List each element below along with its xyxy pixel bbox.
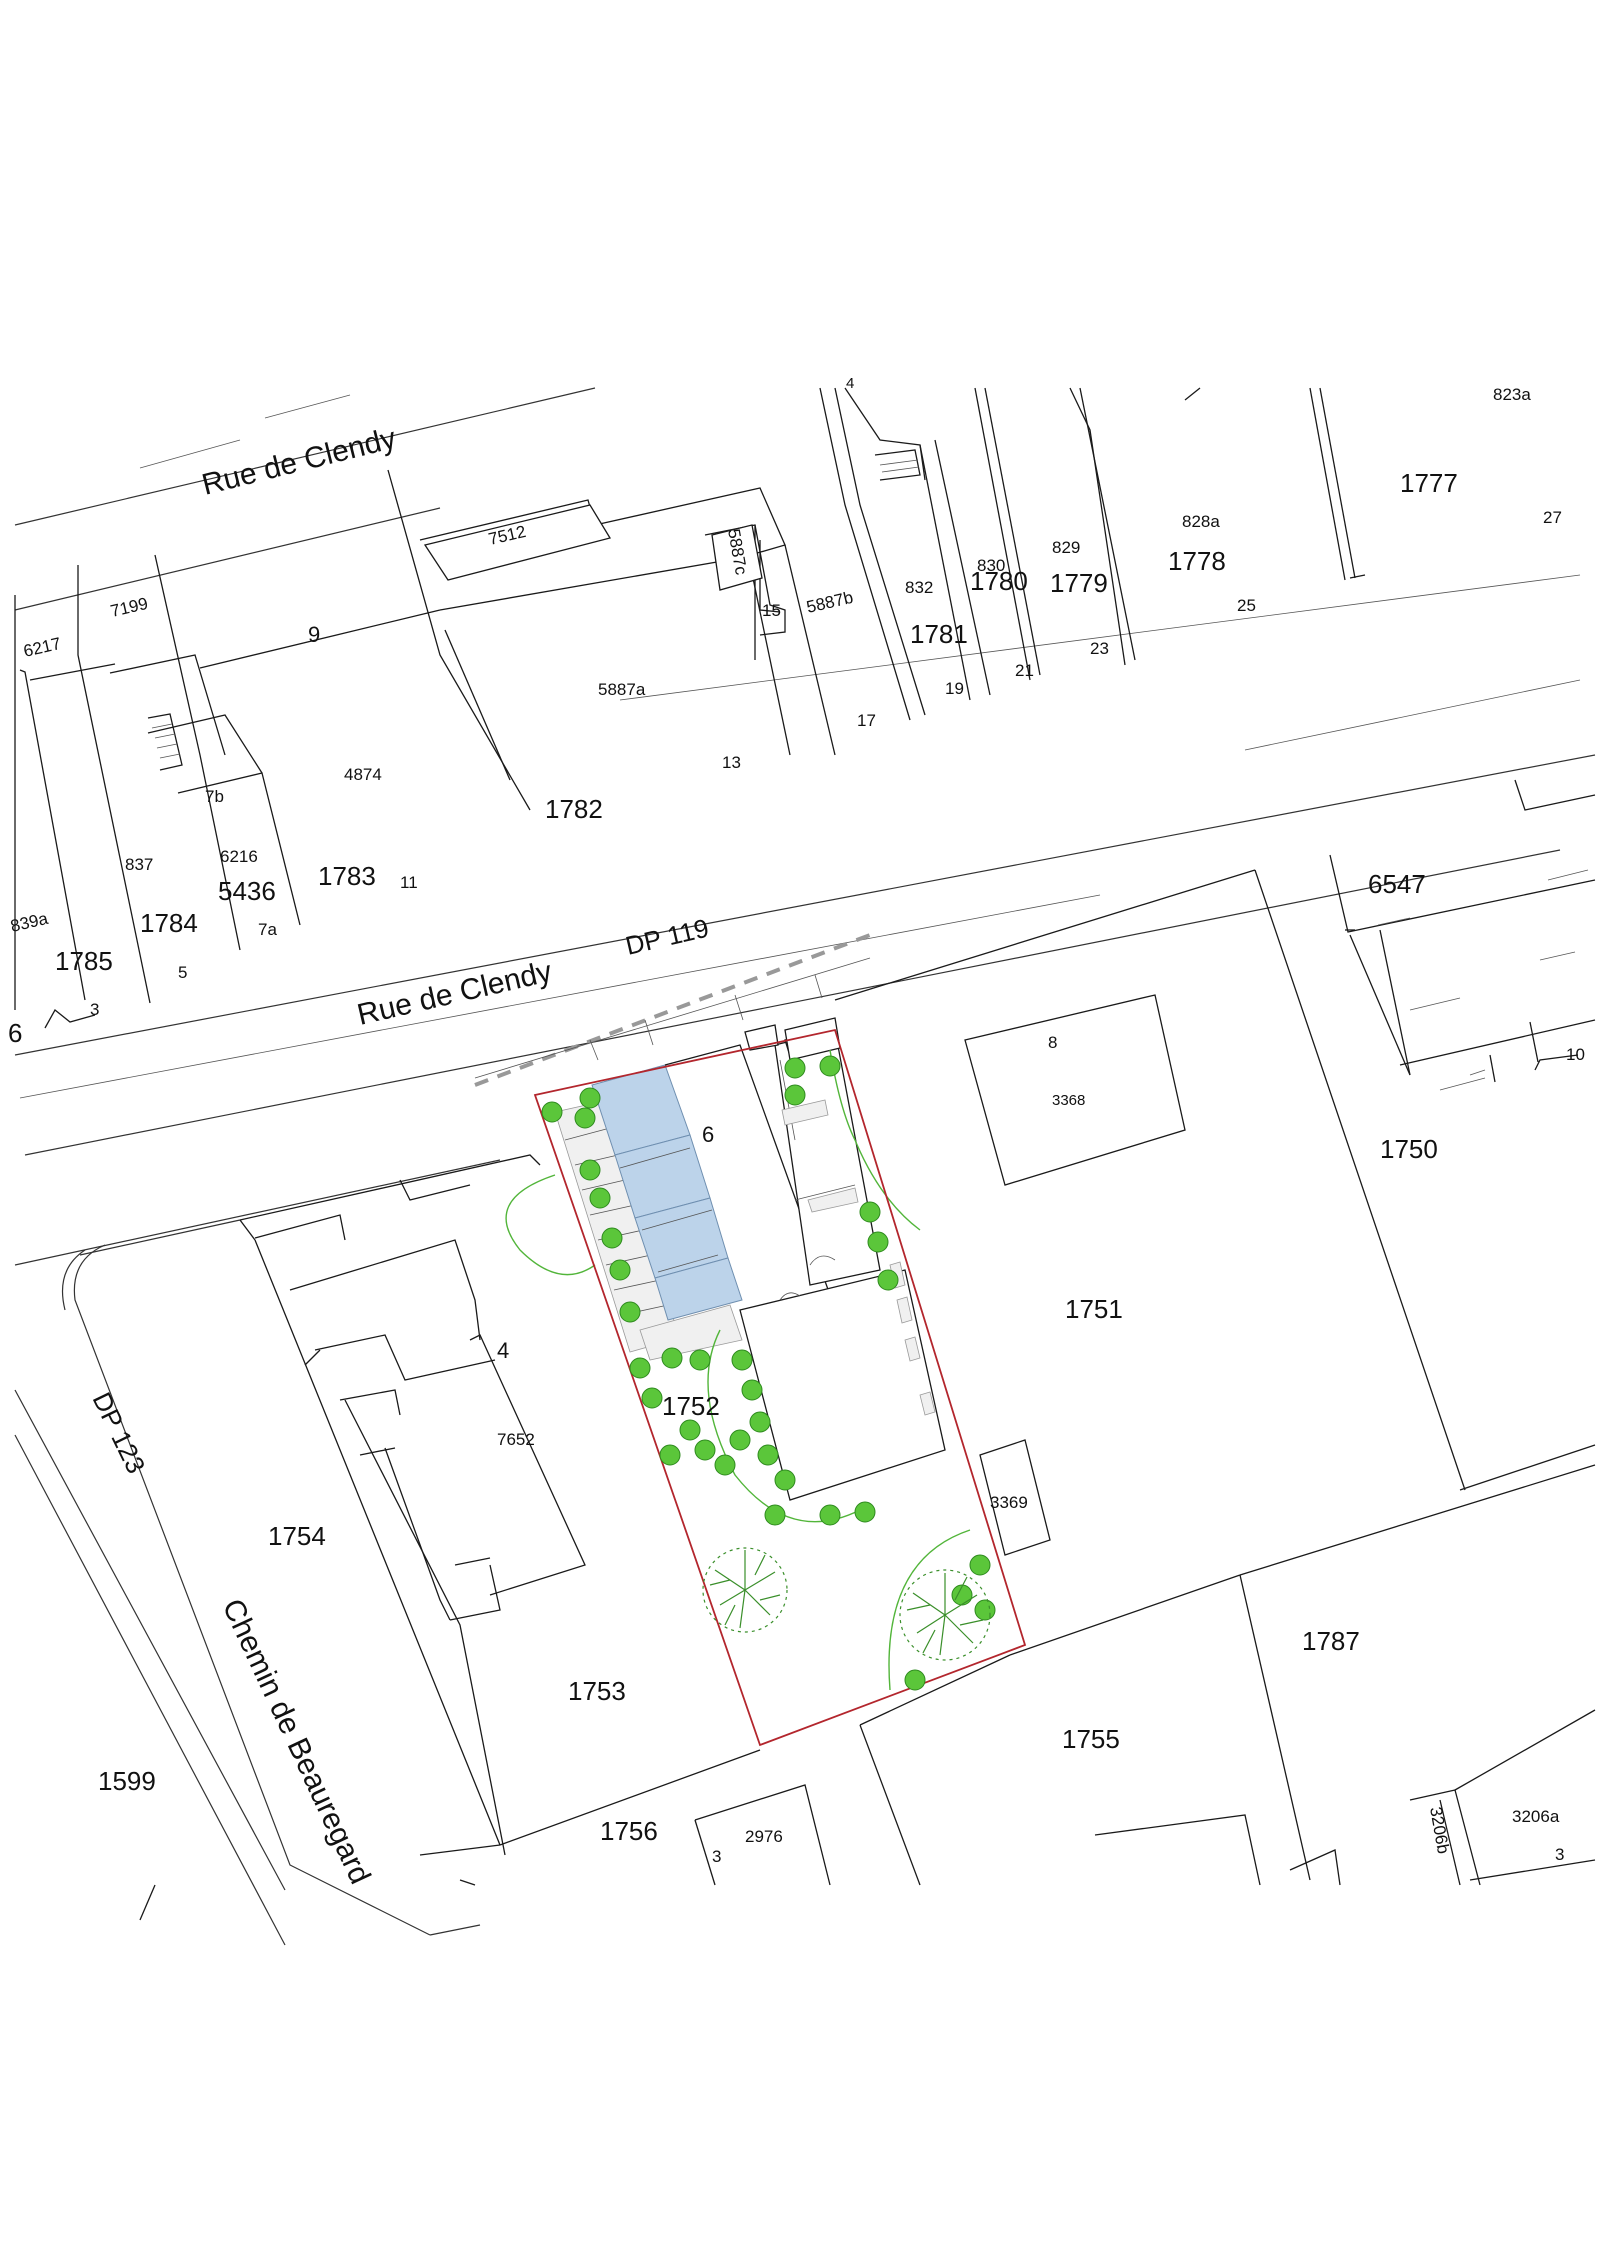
parcel-label: 3368 <box>1052 1092 1085 1109</box>
parcel-label: 7652 <box>497 1430 535 1449</box>
parcel-label: 1599 <box>98 1766 156 1796</box>
parcel-label: 2976 <box>745 1827 783 1846</box>
parcel-label: 19 <box>945 679 964 698</box>
parcel-label: 21 <box>1015 661 1034 680</box>
parcel-label: 7b <box>205 787 224 806</box>
proposed-building <box>739 1269 946 1501</box>
parcel-label: 1777 <box>1400 468 1458 498</box>
parcel-label: 1755 <box>1062 1724 1120 1754</box>
parcel-label: 1781 <box>910 619 968 649</box>
large-trees <box>702 1547 991 1661</box>
street-label-chemin-beauregard: Chemin de Beauregard <box>216 1594 377 1889</box>
parcel-label: 5887b <box>805 588 855 617</box>
parcel-label: 6 <box>702 1122 714 1147</box>
parcel-label: 1783 <box>318 861 376 891</box>
parcel-label: 11 <box>400 873 418 892</box>
parcel-label: 4 <box>846 375 854 392</box>
parcel-label: 3206a <box>1512 1807 1560 1826</box>
parking-bay-4 <box>654 1257 743 1321</box>
north-parcels <box>14 387 1366 1029</box>
street-label-rue-clendy-top: Rue de Clendy <box>199 422 400 502</box>
parcel-label: 1753 <box>568 1676 626 1706</box>
parcel-label: 823a <box>1493 385 1531 404</box>
parcel-label: 8 <box>1048 1033 1057 1052</box>
street-label-dp-119: DP 119 <box>623 913 712 961</box>
parcel-label: 830 <box>977 556 1005 575</box>
parcel-label: 9 <box>308 622 320 647</box>
parcel-label: 17 <box>857 711 876 730</box>
parcel-label: 1778 <box>1168 546 1226 576</box>
parcel-label: 1754 <box>268 1521 326 1551</box>
parcel-label: 3 <box>712 1847 721 1866</box>
parcel-label: 3369 <box>990 1493 1028 1512</box>
parcel-label: 832 <box>905 578 933 597</box>
west-parcels <box>139 1154 831 1921</box>
parcel-label: 3206b <box>1426 1805 1453 1855</box>
parcel-label: 23 <box>1090 639 1109 658</box>
parcel-label: 837 <box>125 855 153 874</box>
parcel-label: 1780 <box>970 566 1028 596</box>
parcel-label: 4874 <box>344 765 382 784</box>
parcel-label: 1785 <box>55 946 113 976</box>
parcel-label: 7199 <box>109 594 150 621</box>
parcel-label: 1750 <box>1380 1134 1438 1164</box>
parcel-label: 1751 <box>1065 1294 1123 1324</box>
parcel-label: 5436 <box>218 876 276 906</box>
parcel-label: 1752 <box>662 1391 720 1421</box>
street-label-rue-clendy-main: Rue de Clendy <box>354 955 555 1032</box>
parcel-label: 3 <box>1555 1845 1564 1864</box>
parcel-label: 1782 <box>545 794 603 824</box>
parcel-label: 1756 <box>600 1816 658 1846</box>
site-boundary <box>533 1028 1027 1747</box>
parcel-label: 1784 <box>140 908 198 938</box>
parcel-label: 5887a <box>598 680 646 699</box>
parcel-label: 4 <box>497 1338 509 1363</box>
east-parcels <box>834 779 1596 1886</box>
parcel-label: 6217 <box>22 634 63 661</box>
parcel-label: 7a <box>258 920 277 939</box>
street-label-dp-123: DP 123 <box>87 1387 152 1478</box>
parcel-label: 25 <box>1237 596 1256 615</box>
parcel-label: 10 <box>1566 1045 1585 1064</box>
parcel-labels: 6217 7199 9 7512 5887c 15 5887b 832 830 … <box>8 375 1585 1866</box>
parcel-label: 15 <box>762 601 781 620</box>
trees <box>541 1055 996 1691</box>
parcel-label: 27 <box>1543 508 1562 527</box>
parcel-label: 6216 <box>220 847 258 866</box>
parcel-label: 13 <box>722 753 741 772</box>
parcel-label: 829 <box>1052 538 1080 557</box>
parcel-label: 6547 <box>1368 869 1426 899</box>
road-lines <box>14 387 1596 1946</box>
parcel-label: 828a <box>1182 512 1220 531</box>
parcel-label: 5 <box>178 963 187 982</box>
parcel-label: 6 <box>8 1018 22 1048</box>
parcel-label: 1779 <box>1050 568 1108 598</box>
parcel-label: 1787 <box>1302 1626 1360 1656</box>
parcel-label: 3 <box>90 1000 99 1019</box>
